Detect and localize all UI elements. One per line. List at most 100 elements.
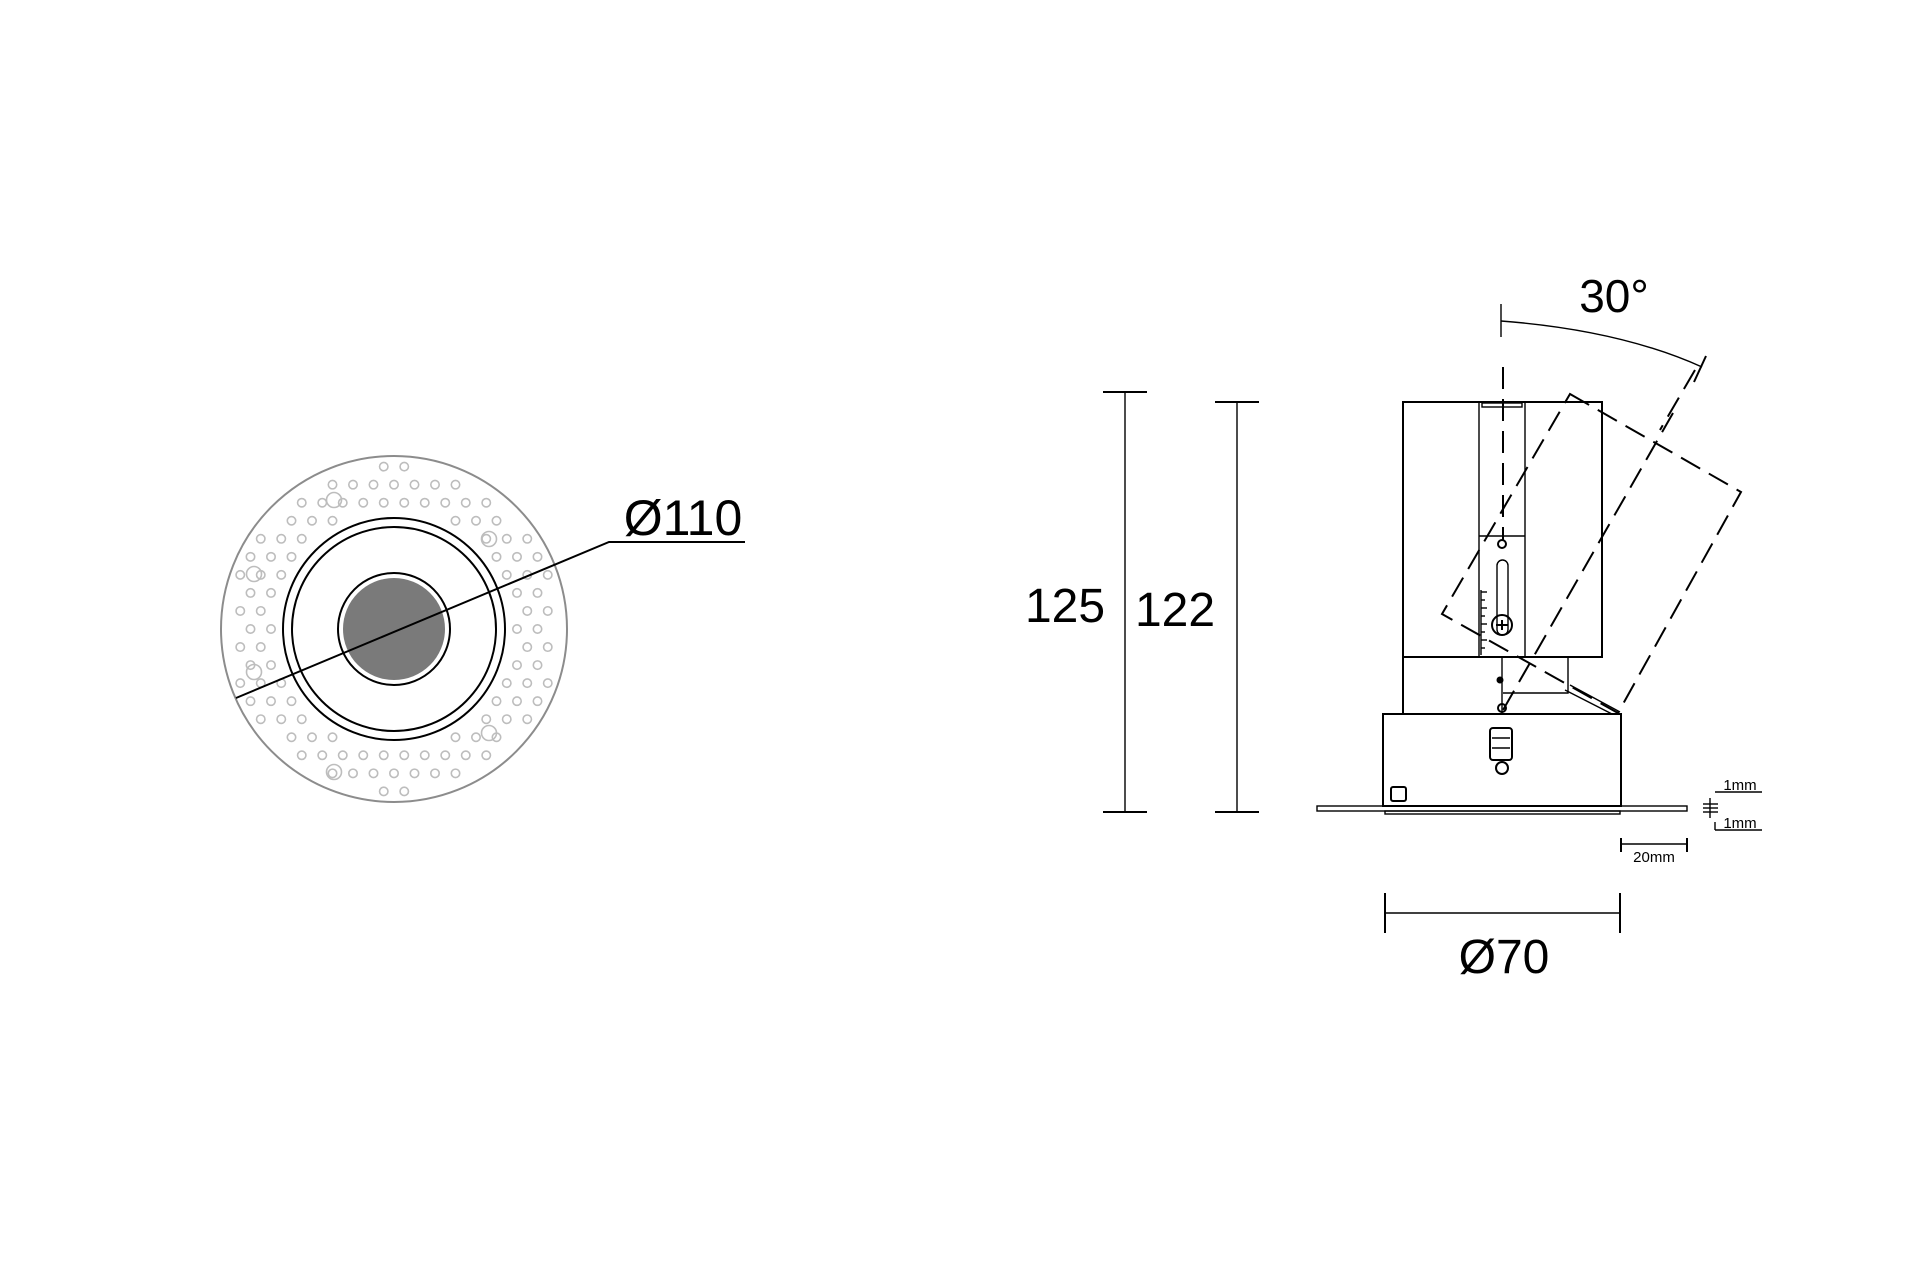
perforation-hole [419, 750, 430, 761]
perforation-hole [491, 696, 502, 707]
perforation-hole [511, 587, 522, 598]
perforation-hole [245, 551, 256, 562]
perforation-hole [235, 642, 246, 653]
flange-width-dimension: 20mm [1620, 838, 1688, 866]
perforation-hole [347, 768, 358, 779]
height-125-label: 125 [1025, 580, 1105, 633]
perforation-hole [399, 461, 410, 472]
perforation-hole [306, 515, 317, 526]
perforation-hole [378, 750, 389, 761]
perforation-hole [317, 497, 328, 508]
perforation-hole [522, 533, 533, 544]
fixing-hole [325, 763, 343, 781]
perforation-hole [327, 515, 338, 526]
perforation-hole [542, 605, 553, 616]
perforation-hole [235, 605, 246, 616]
perforation-hole [245, 587, 256, 598]
perforation-hole [265, 623, 276, 634]
perforation-hole [276, 533, 287, 544]
perforation-hole [265, 551, 276, 562]
spring-clip [1489, 727, 1513, 761]
perforation-hole [532, 587, 543, 598]
perforation-hole [255, 605, 266, 616]
perforation-hole [542, 642, 553, 653]
perforation-hole [255, 533, 266, 544]
thickness-bottom-label: 1mm [1723, 815, 1756, 832]
perforation-hole [317, 750, 328, 761]
perforation-hole [327, 479, 338, 490]
perforation-hole [255, 642, 266, 653]
flange-width-label: 20mm [1633, 849, 1675, 866]
perforation-hole [337, 497, 348, 508]
perforation-hole [296, 533, 307, 544]
thickness-top-label: 1mm [1723, 777, 1756, 794]
perforation-hole [522, 678, 533, 689]
perforation-hole [286, 732, 297, 743]
perforation-hole [542, 569, 553, 580]
lock-screw-icon [1491, 614, 1513, 636]
perforation-hole [481, 750, 492, 761]
bezel-inner-ring [291, 526, 497, 732]
perforation-hole [276, 569, 287, 580]
perforation-hole [532, 551, 543, 562]
perforation-hole [481, 533, 492, 544]
diameter-leader-line [235, 541, 745, 699]
angle-scale [1480, 590, 1487, 655]
perforation-hole [532, 623, 543, 634]
lens [343, 578, 445, 680]
rivet [1495, 761, 1509, 775]
perforation-hole [409, 768, 420, 779]
perforation-hole [511, 623, 522, 634]
perforation-hole [337, 750, 348, 761]
perforation-hole [286, 551, 297, 562]
fixing-hole [480, 530, 498, 548]
perforation-hole [378, 497, 389, 508]
perforation-hole [347, 479, 358, 490]
perforation-hole [511, 660, 522, 671]
perforation-hole [388, 768, 399, 779]
perforation-hole [409, 479, 420, 490]
perforation-hole [470, 732, 481, 743]
diameter-110-label: Ø110 [624, 490, 743, 546]
tilted-strip-line [1502, 412, 1674, 711]
perforation-hole [245, 623, 256, 634]
perforation-hole [429, 768, 440, 779]
perforation-hole [481, 714, 492, 725]
perforation-hole [399, 786, 410, 797]
perforation-hole [450, 732, 461, 743]
perforation-hole [368, 768, 379, 779]
fixing-hole [480, 724, 498, 742]
perforation-hole [399, 497, 410, 508]
perforation-hole [358, 497, 369, 508]
perforation-hole [368, 479, 379, 490]
perforation-hole [296, 497, 307, 508]
perforation-hole [235, 569, 246, 580]
perforation-hole [265, 660, 276, 671]
perforation-hole [460, 497, 471, 508]
perforation-pattern [235, 461, 553, 797]
perforation-hole [378, 461, 389, 472]
perforation-hole [470, 515, 481, 526]
perforation-hole [532, 660, 543, 671]
bezel-outer-ring [282, 517, 506, 741]
perforation-hole [440, 750, 451, 761]
top-view: Ø110 [220, 455, 745, 803]
pivot-screw [1497, 539, 1507, 549]
side-view: 125 122 30° [1025, 270, 1762, 984]
perforation-hole [522, 605, 533, 616]
dimension-122: 122 [1135, 401, 1259, 813]
perforation-hole [255, 714, 266, 725]
perforation-hole [419, 497, 430, 508]
cable-port [1390, 786, 1407, 802]
dimension-125: 125 [1025, 391, 1147, 813]
perforation-hole [358, 750, 369, 761]
perforation-hole [296, 750, 307, 761]
perforation-hole [450, 515, 461, 526]
fixing-hole [325, 491, 343, 509]
cutout-70-label: Ø70 [1459, 931, 1550, 984]
height-122-label: 122 [1135, 584, 1215, 637]
perforation-hole [501, 533, 512, 544]
perforation-hole [450, 768, 461, 779]
perforation-hole [306, 732, 317, 743]
